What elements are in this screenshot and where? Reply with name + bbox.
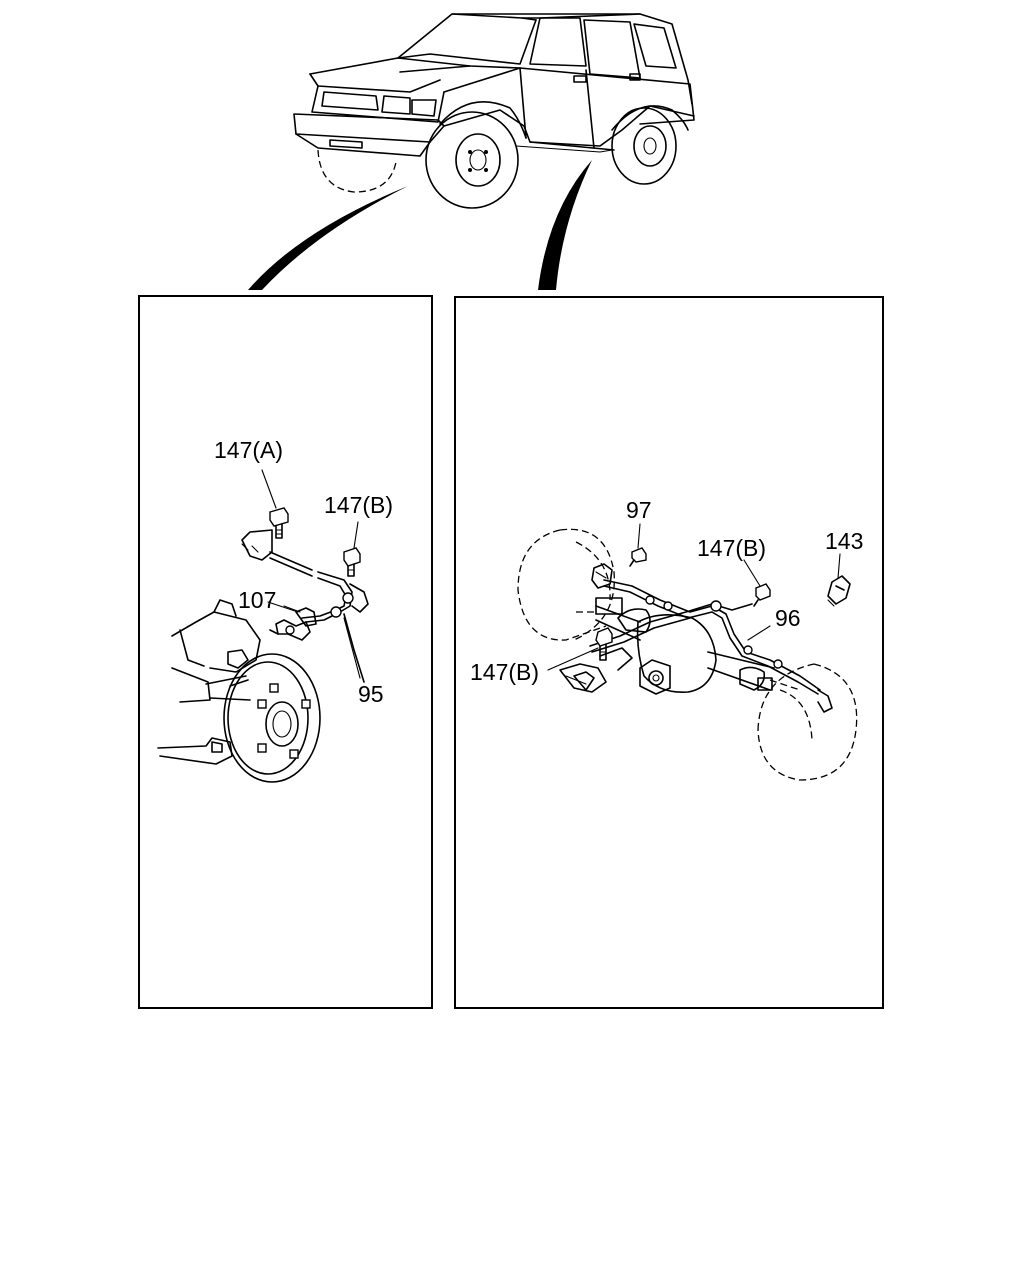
callout-147b-rear-bottom: 147(B) <box>470 659 539 685</box>
callout-143: 143 <box>825 528 863 554</box>
rear-leader <box>538 160 592 290</box>
callout-107: 107 <box>238 587 276 613</box>
clip-icon <box>827 575 851 607</box>
callout-147b-front: 147(B) <box>324 492 393 518</box>
suv-vehicle-icon <box>293 13 695 209</box>
callout-97: 97 <box>626 497 652 523</box>
bolt-icon <box>753 583 771 607</box>
rear-axle-view: 97 147(B) 143 96 147(B) <box>454 296 884 1009</box>
bolt-icon <box>595 627 613 661</box>
front-leader <box>248 186 408 290</box>
callout-96: 96 <box>775 605 801 631</box>
callout-147a: 147(A) <box>214 437 283 463</box>
callout-95: 95 <box>358 681 384 707</box>
bolt-icon <box>343 547 361 577</box>
front-axle-view: 147(A) 147(B) 107 95 <box>138 295 433 1009</box>
callout-147b-rear-top: 147(B) <box>697 535 766 561</box>
bolt-icon <box>629 547 647 567</box>
bolt-icon <box>269 507 289 539</box>
